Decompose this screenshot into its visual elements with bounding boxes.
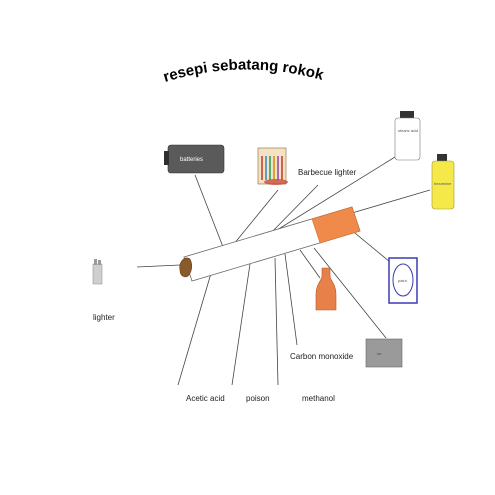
matches-item (257, 147, 288, 185)
label-barbecue-lighter: Barbecue lighter (298, 168, 357, 177)
label-poison: poison (246, 394, 270, 403)
paint-item: paint (388, 257, 418, 304)
tar-box-item: tar (365, 338, 403, 368)
cigarette-filter (311, 206, 361, 244)
connector-methanol (274, 257, 279, 386)
yellow-bottle-item: hexamine (431, 154, 455, 210)
diagram-title: resepi sebatang rokok (161, 56, 326, 85)
yellow-bottle-body (431, 160, 455, 210)
cigarette-tobacco-tip (179, 257, 193, 278)
connector-batteries (194, 174, 226, 253)
flask-shape (315, 267, 337, 311)
connector-lighter (136, 264, 181, 268)
yellow-bottle-label: hexamine (434, 181, 452, 186)
connector-tar-box (313, 247, 387, 339)
batteries-item: batteries (164, 144, 225, 174)
lighter-head (98, 260, 101, 265)
battery-label: batteries (180, 157, 203, 163)
lighter-item (92, 259, 103, 285)
diagram-title-text: resepi sebatang rokok (161, 56, 326, 85)
connector-flask (299, 249, 321, 279)
label-carbon-monoxide: Carbon monoxide (290, 352, 354, 361)
white-bottle-label: stearic acid (398, 128, 418, 133)
connector-hexamine-bottle (351, 189, 431, 214)
white-bottle-item: stearic acid (394, 111, 421, 161)
yellow-bottle-cap (437, 154, 447, 163)
label-lighter: lighter (93, 313, 115, 322)
connector-acetic-acid (177, 269, 213, 386)
white-bottle-cap (400, 111, 414, 120)
paint-label: paint (398, 278, 408, 283)
flask-item (315, 267, 337, 311)
match-heads (264, 179, 288, 185)
paint-oval (392, 263, 414, 297)
tar-box (365, 338, 403, 368)
connector-matches (228, 189, 279, 251)
label-acetic-acid: Acetic acid (186, 394, 225, 403)
connector-carbon-monoxide (284, 253, 298, 346)
connector-poison (231, 263, 251, 386)
label-methanol: methanol (302, 394, 335, 403)
lighter-head (94, 259, 97, 265)
tar-box-label: tar (377, 351, 382, 356)
white-bottle-body (394, 117, 421, 161)
lighter-body (92, 263, 103, 285)
battery-terminal (164, 151, 169, 165)
cigarette (179, 206, 361, 282)
